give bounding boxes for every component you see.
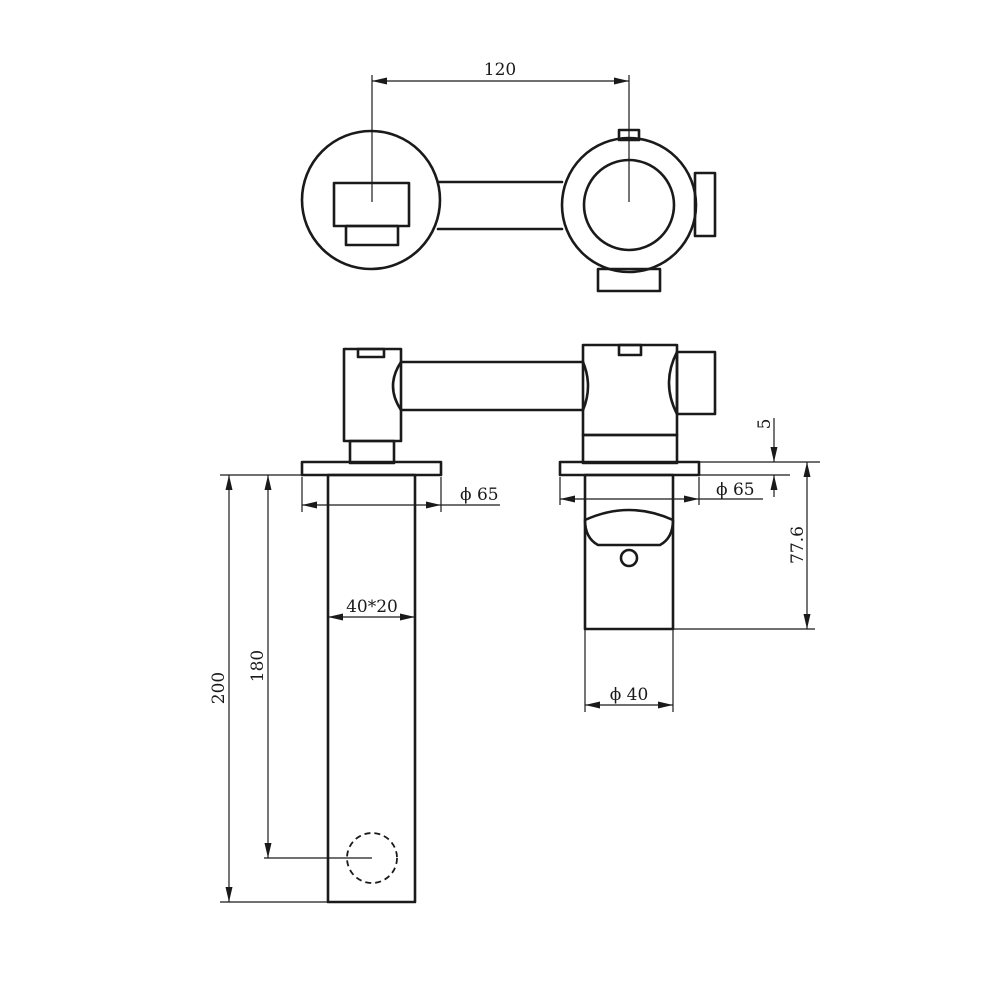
top-spout-outlet: [344, 224, 400, 247]
top-view: [300, 75, 717, 293]
pipe-right-end: [581, 360, 590, 412]
handle: [583, 473, 675, 631]
handle-hole: [619, 548, 639, 568]
dim-right-rosette-arrow-left: [560, 495, 575, 503]
dim-spout-section-arrow-left: [328, 613, 343, 621]
valve-body-notch: [617, 343, 643, 357]
dim-right-rosette-label: ϕ 65: [716, 480, 755, 500]
dim-77-6-arrow-bottom: [803, 614, 811, 629]
dimensions: 120 ϕ 65 ϕ 65 40*20 200 180: [209, 60, 820, 903]
dim-180-arrow-top: [264, 475, 272, 490]
dim-right-rosette-arrow-right: [684, 495, 699, 503]
dim-handle-arrow-right: [658, 701, 673, 709]
dim-spout-section-arrow-right: [400, 613, 415, 621]
spout-body-block: [342, 347, 403, 443]
dim-left-rosette-label: ϕ 65: [460, 485, 499, 505]
dim-5-arrow-top: [770, 447, 778, 462]
side-view: [300, 343, 717, 904]
dim-120-arrow-right: [614, 77, 629, 85]
pipe-left-end: [391, 360, 403, 412]
dim-5-label: 5: [755, 419, 775, 430]
dim-200-arrow-bottom: [225, 887, 233, 902]
dim-120-label: 120: [484, 60, 516, 80]
dim-spout-section-label: 40*20: [346, 597, 398, 617]
spout-outlet-hidden: [346, 832, 398, 884]
connecting-pipe: [399, 360, 585, 412]
dim-180-label: 180: [248, 650, 268, 682]
top-handle-lever: [596, 267, 662, 293]
dim-200-arrow-top: [225, 475, 233, 490]
spout-neck: [348, 439, 396, 465]
dim-handle-label: ϕ 40: [610, 685, 649, 705]
valve-side-knob: [675, 350, 717, 416]
handle-grip: [583, 508, 675, 547]
dim-77-6-label: 77.6: [788, 526, 808, 564]
dim-left-rosette-arrow-left: [302, 501, 317, 509]
dim-77-6-arrow-top: [803, 462, 811, 477]
spout: [326, 473, 417, 904]
dim-5-arrow-bottom: [770, 475, 778, 490]
top-left-rosette: [300, 129, 442, 271]
top-handle-side: [693, 171, 717, 238]
valve-side-knob-curve: [667, 350, 679, 416]
valve-body-block: [581, 343, 679, 437]
dim-left-rosette-arrow-right: [426, 501, 441, 509]
dim-200-label: 200: [209, 672, 229, 704]
dim-120-arrow-left: [372, 77, 387, 85]
valve-neck: [581, 433, 679, 465]
spout-body-notch: [356, 347, 386, 359]
dim-handle-arrow-left: [585, 701, 600, 709]
dim-180-arrow-bottom: [264, 843, 272, 858]
